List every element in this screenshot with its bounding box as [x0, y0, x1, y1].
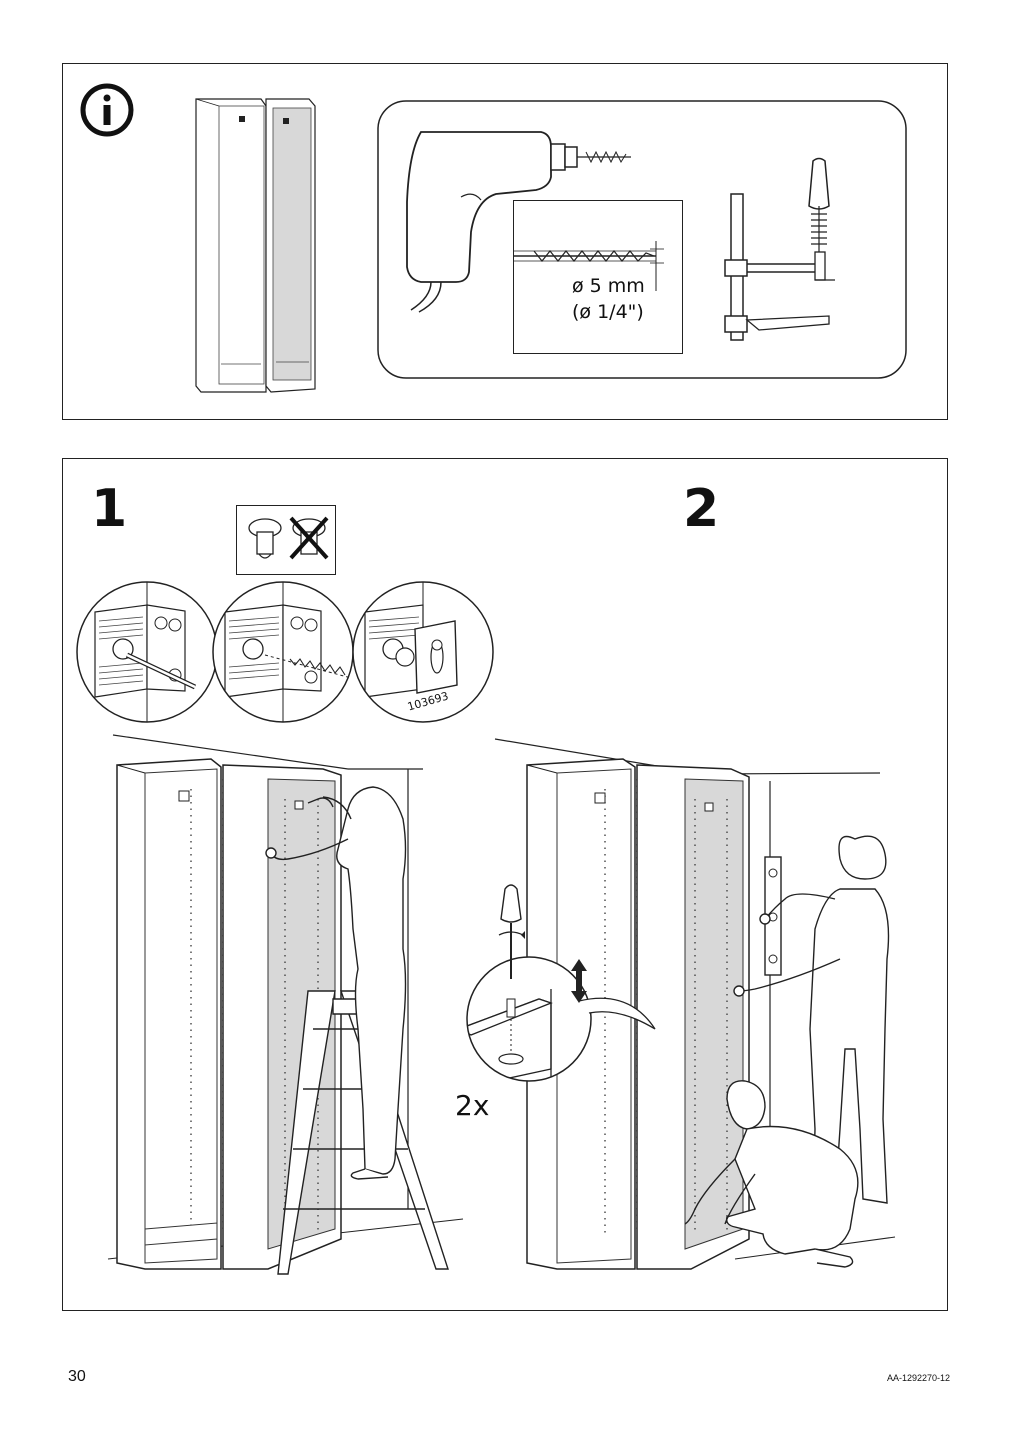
step-1-number: 1 — [91, 479, 128, 539]
screw-count-label: 2x — [455, 1089, 490, 1122]
drill-size-mm: ø 5 mm — [572, 275, 645, 297]
document-id: AA-1292270-12 — [886, 1373, 950, 1383]
drill-bit-callout: ø 5 mm (ø 1/4") — [513, 200, 683, 354]
drill-bit-icon — [514, 241, 664, 291]
wall-plug-wrong-icon — [289, 516, 329, 560]
step-1-scene — [107, 734, 464, 1275]
detail-circles — [76, 581, 494, 723]
drill-icon — [406, 131, 631, 313]
page-number: 30 — [68, 1368, 86, 1385]
clamp-icon — [724, 157, 835, 341]
info-circle-icon — [80, 83, 134, 137]
wall-plug-correct-icon — [248, 518, 282, 559]
drill-size-in: (ø 1/4") — [572, 301, 644, 323]
wall-plug-hint-box — [236, 505, 336, 575]
info-panel: ø 5 mm (ø 1/4") — [62, 63, 948, 420]
step-2-number: 2 — [683, 479, 720, 539]
steps-panel: 1 2 — [62, 458, 948, 1311]
screw-detail-callout — [466, 884, 656, 1082]
bookcase-overview-illustration — [195, 98, 316, 393]
